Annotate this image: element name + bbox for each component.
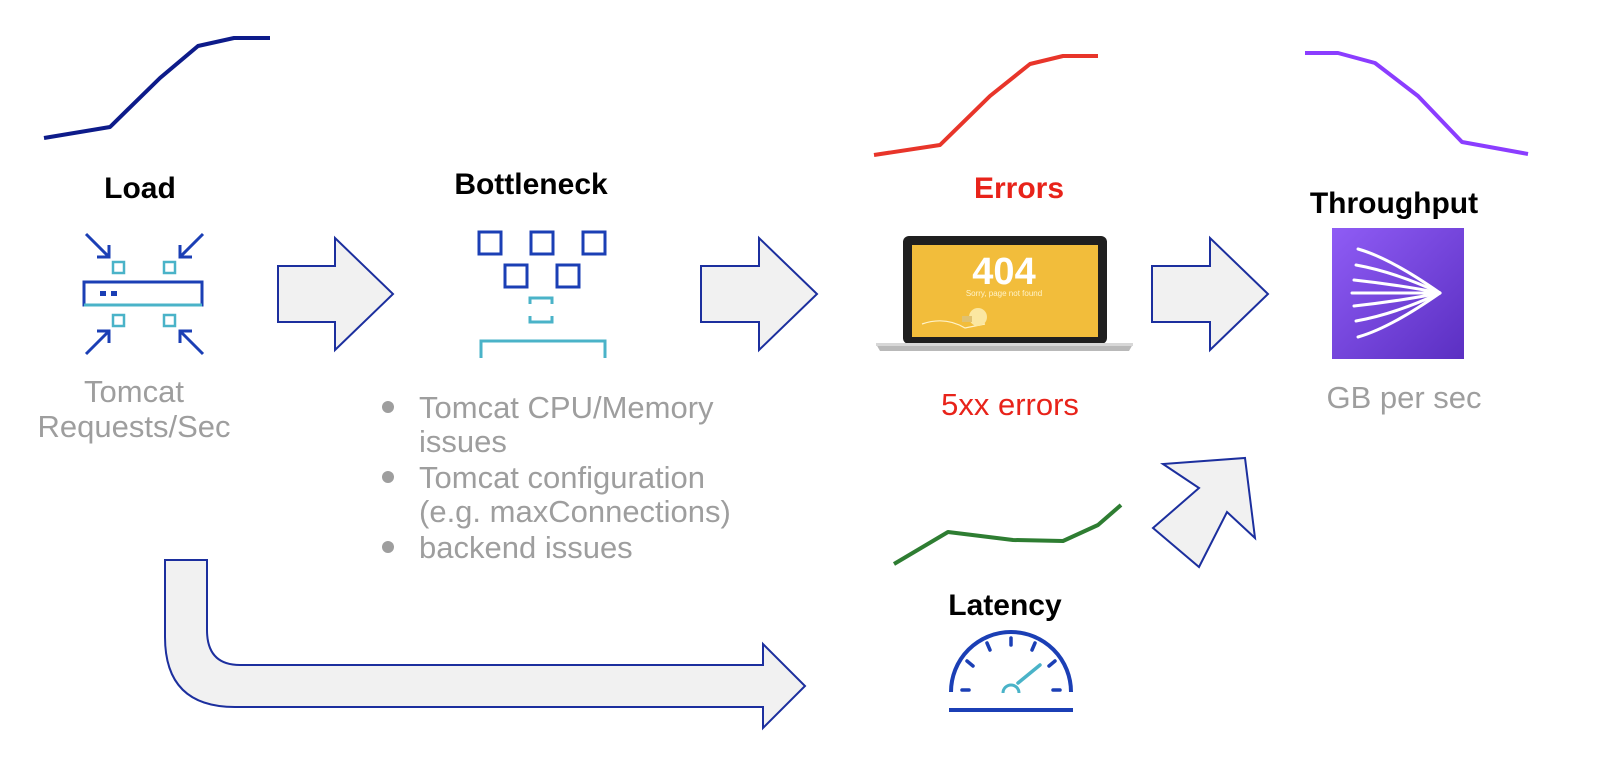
arrow-bottleneck-to-errors [700, 235, 819, 353]
load-trend-line [43, 36, 270, 140]
bullet-dot [382, 471, 394, 483]
load-balancer-icon [82, 232, 205, 356]
throughput-title: Throughput [1310, 187, 1478, 220]
load-caption-line2: Requests/Sec [38, 409, 231, 444]
bullet-2-line2: (e.g. maxConnections) [419, 494, 731, 529]
throughput-icon [1332, 228, 1464, 359]
arrow-latency-to-throughput [1151, 456, 1257, 569]
laptop-404-icon: 404 Sorry, page not found [876, 236, 1133, 351]
load-caption-line1: Tomcat [84, 374, 184, 409]
bullet-2-line1: Tomcat configuration [419, 460, 705, 495]
bullet-3-line1: backend issues [419, 530, 633, 565]
arrow-errors-to-throughput [1151, 235, 1270, 353]
errors-trend-line [873, 54, 1098, 157]
errors-caption: 5xx errors [941, 387, 1079, 422]
arrow-load-to-bottleneck [277, 235, 395, 353]
screen-code: 404 [972, 251, 1035, 293]
throughput-caption: GB per sec [1326, 380, 1481, 415]
bullet-1-line1: Tomcat CPU/Memory [419, 390, 714, 425]
bottleneck-bullet-list: Tomcat CPU/Memory issues Tomcat configur… [382, 390, 731, 565]
bullet-dot [382, 541, 394, 553]
bullet-dot [382, 401, 394, 413]
latency-title: Latency [948, 589, 1062, 622]
load-title: Load [104, 172, 176, 205]
throughput-trend-line [1305, 51, 1529, 156]
bullet-1-line2: issues [419, 424, 507, 459]
latency-trend-line [892, 503, 1123, 566]
bottleneck-title: Bottleneck [454, 168, 608, 201]
errors-title: Errors [974, 172, 1064, 205]
bottleneck-icon [477, 230, 607, 358]
speedometer-icon [949, 630, 1073, 712]
screen-message: Sorry, page not found [966, 289, 1042, 298]
arrow-load-to-latency [164, 559, 807, 731]
